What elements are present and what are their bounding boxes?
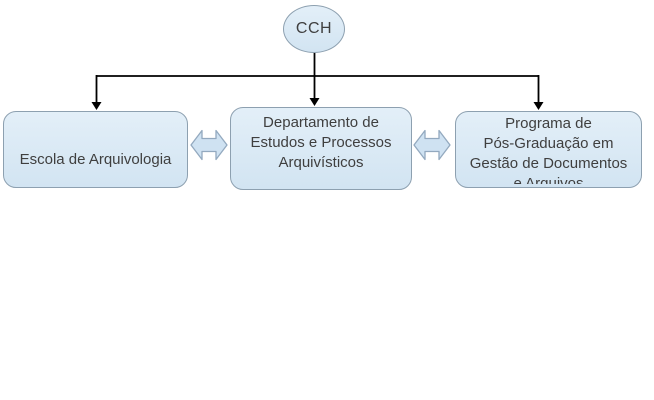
down-arrowhead-icon [533,102,544,110]
node-programa-pos-graduacao: Programa de Pós-Graduação em Gestão de D… [455,111,642,188]
down-arrowhead-icon [91,102,102,110]
node-text: Escola de Arquivologia [4,112,187,170]
node-text-line: Estudos e Processos [250,134,392,151]
node-departamento-estudos-processos: Departamento de Estudos e Processos Arqu… [230,107,412,190]
node-text-line: Arquivísticos [278,154,364,171]
root-node-cch: CCH [283,5,345,53]
node-escola-de-arquivologia: Escola de Arquivologia [3,111,188,188]
left-right-arrow-icon [190,129,228,161]
connector-lines [91,53,544,110]
node-text-line: Gestão de Documentos [469,155,628,172]
node-text: Programa de Pós-Graduação em Gestão de D… [456,112,641,184]
node-text-line-clipped: e Arquivos [513,175,584,184]
node-text-line: Escola de Arquivologia [19,151,172,168]
down-arrowhead-icon [309,98,320,106]
node-text-line: Departamento de [263,114,379,131]
left-right-arrow-icon [413,129,451,161]
node-text: Departamento de Estudos e Processos Arqu… [231,108,411,173]
node-text-line: Programa de [505,115,592,132]
node-text-line: Pós-Graduação em [483,135,614,152]
root-node-label: CCH [295,20,333,37]
